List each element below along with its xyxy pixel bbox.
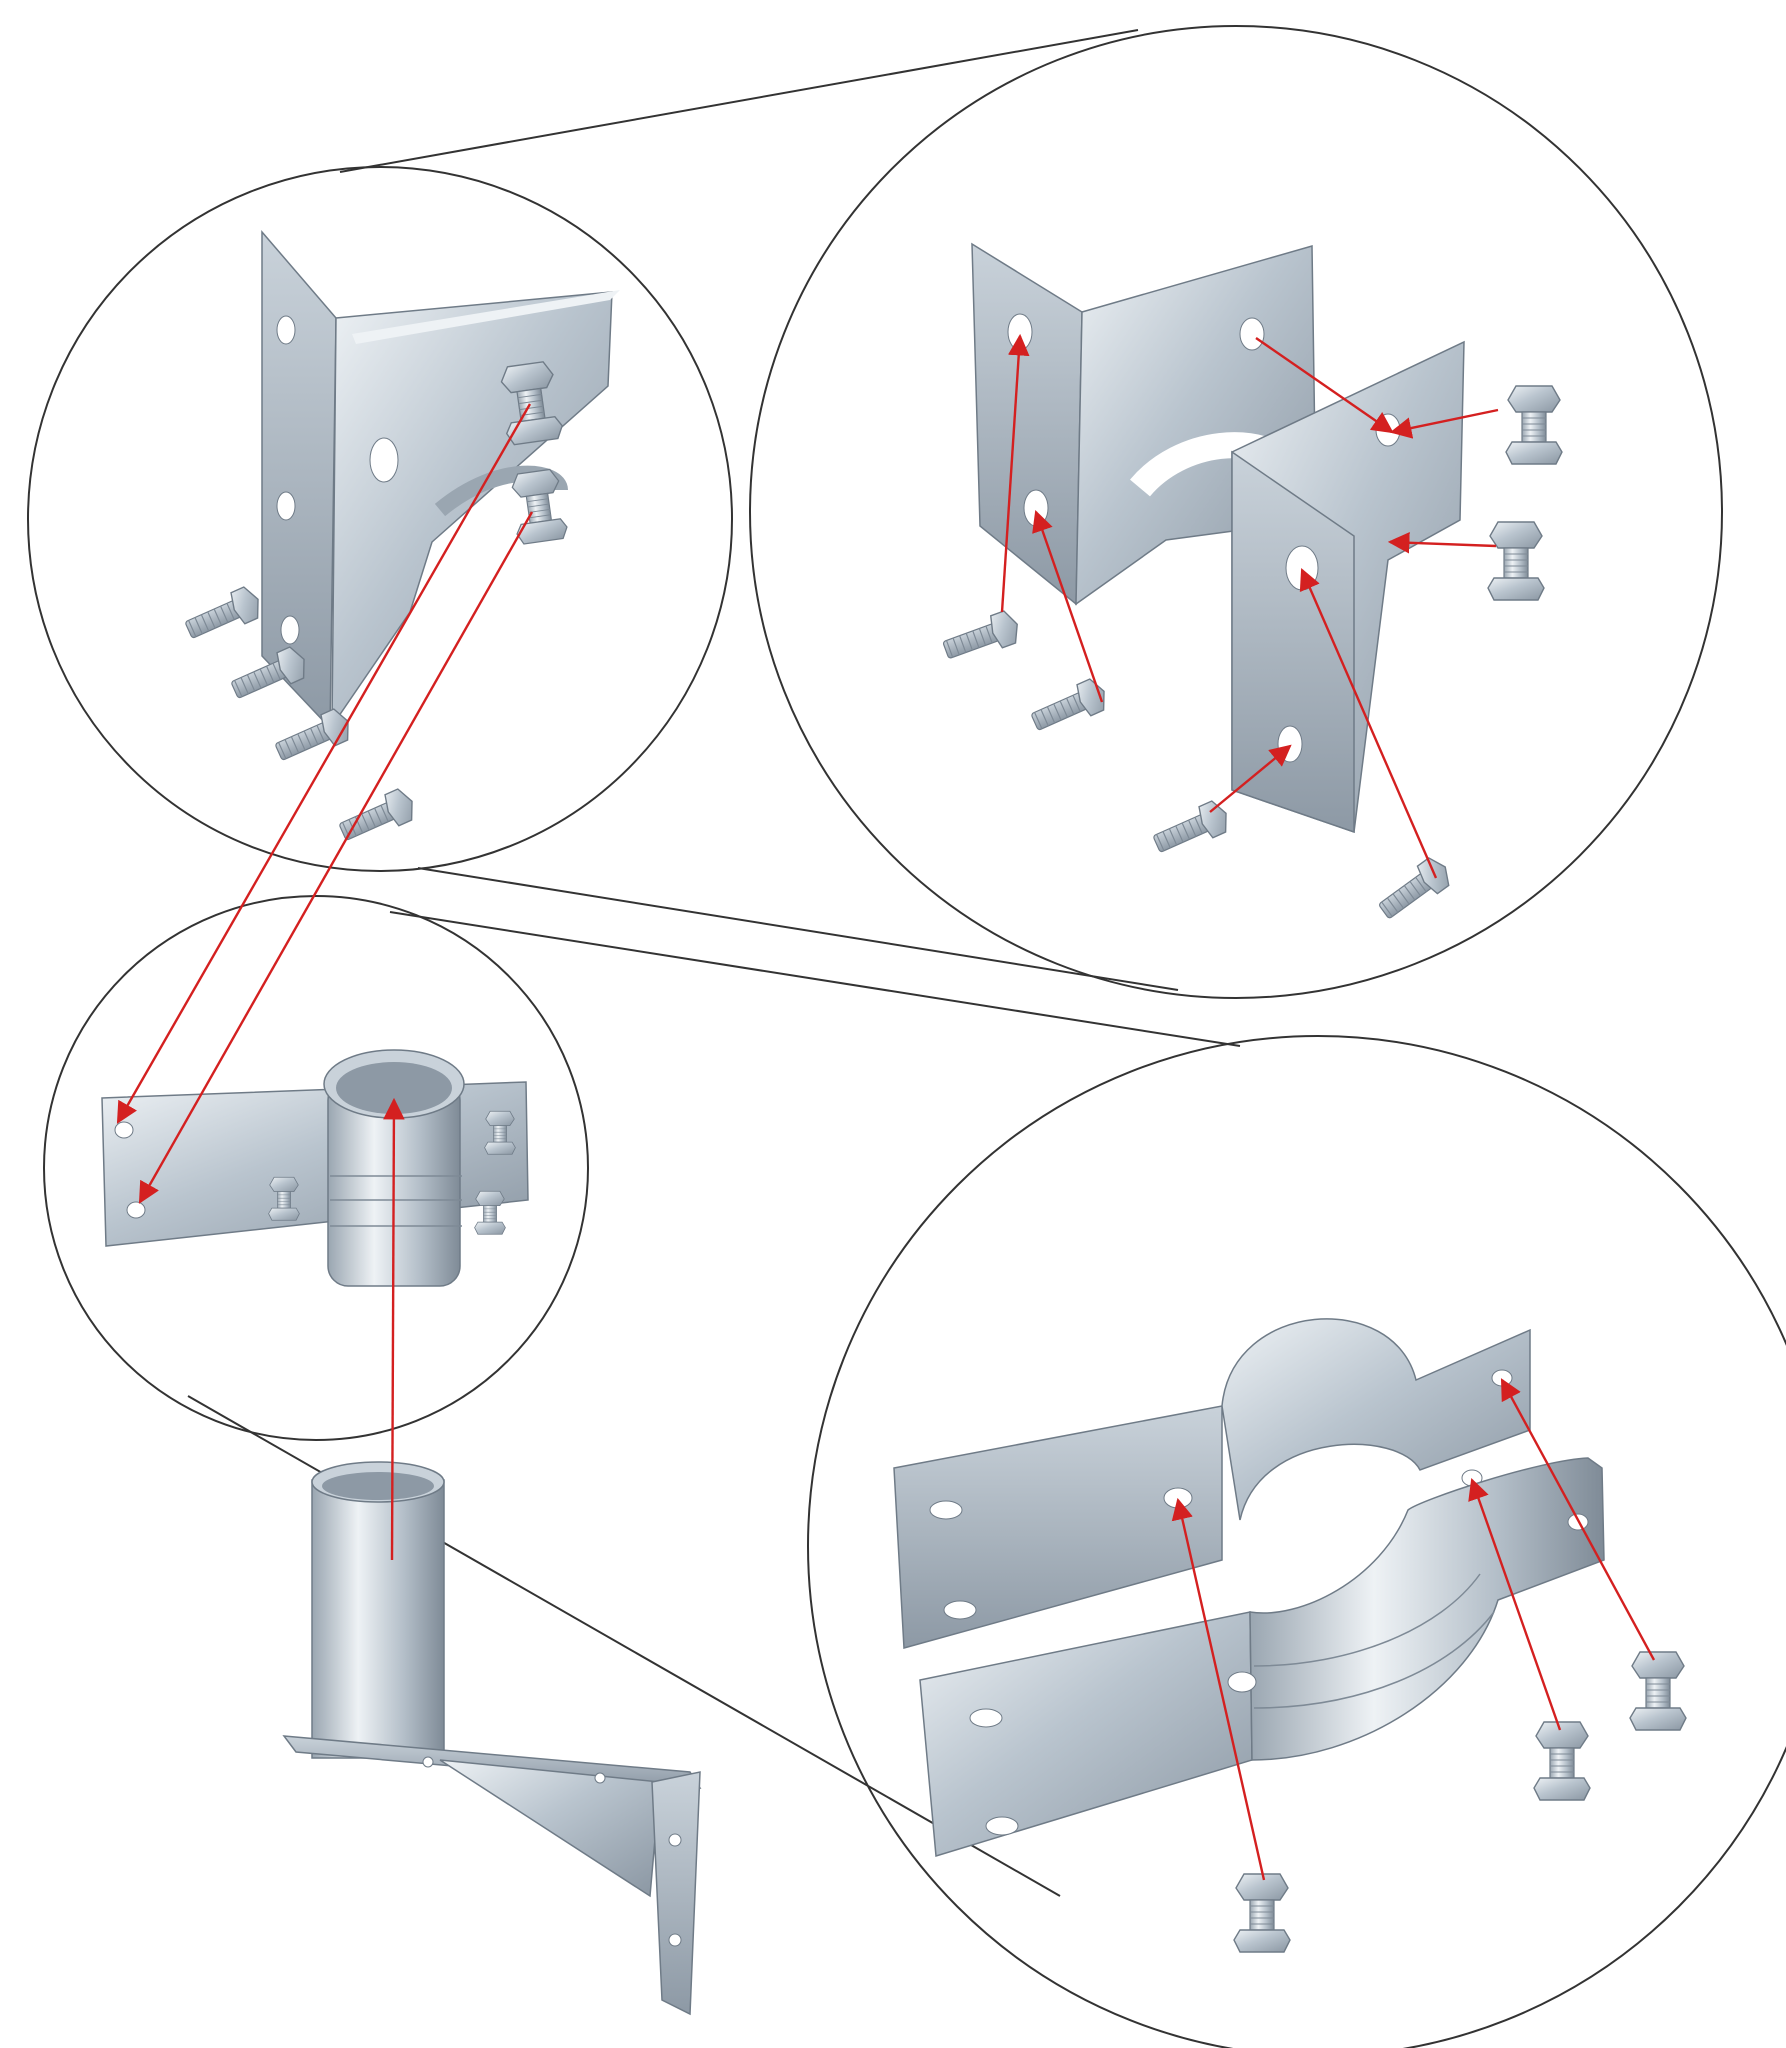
pipe-clamp: [101, 1049, 529, 1287]
leader-line: [339, 29, 1139, 173]
nut-icon: [1629, 1651, 1687, 1731]
bolt-icon: [1148, 797, 1234, 861]
split-clamp-detail: [807, 1035, 1786, 2048]
pipe-clamp-detail: [43, 895, 589, 1441]
arrow-icon: [116, 403, 532, 1124]
leader-line: [389, 911, 1241, 1047]
bolt-icon: [1026, 675, 1112, 739]
arrow-icon: [1255, 337, 1394, 434]
detail-circle: [749, 25, 1723, 999]
split-clamp-back: [893, 1318, 1531, 1649]
split-clamp-front: [919, 1457, 1605, 1857]
arrow-icon: [1000, 333, 1030, 613]
bolt-icon: [270, 705, 356, 769]
nut-icon: [1487, 521, 1545, 601]
nut-icon: [1505, 385, 1563, 465]
arrow-icon: [1500, 1378, 1656, 1661]
arrow-icon: [1389, 408, 1499, 439]
bolt-icon: [939, 607, 1024, 667]
arrow-icon: [1032, 509, 1104, 703]
leader-line: [417, 867, 1179, 991]
arrow-icon: [1468, 1477, 1562, 1731]
arrow-icon: [1299, 568, 1438, 879]
angle-bracket-right: [1231, 340, 1465, 834]
nut-icon: [474, 1190, 506, 1235]
bolt-icon: [1373, 852, 1456, 927]
detail-circle: [43, 895, 589, 1441]
wall-mount-bracket: [282, 1461, 702, 2016]
split-angle-bracket-detail: [749, 25, 1723, 999]
angle-bracket: [261, 229, 620, 730]
arrow-icon: [1209, 744, 1292, 813]
arrow-icon: [1171, 1497, 1266, 1881]
nut-icon: [1533, 1721, 1591, 1801]
detail-circle: [27, 166, 733, 872]
angle-bracket-detail: [27, 166, 733, 872]
bolt-icon: [334, 785, 420, 849]
assembly-arrows: [116, 333, 1656, 1881]
nut-icon: [1233, 1873, 1291, 1953]
arrow-icon: [138, 511, 534, 1204]
detail-circle: [807, 1035, 1786, 2048]
bolt-icon: [180, 583, 266, 647]
arrow-icon: [383, 1097, 405, 1561]
arrow-icon: [1387, 531, 1497, 554]
